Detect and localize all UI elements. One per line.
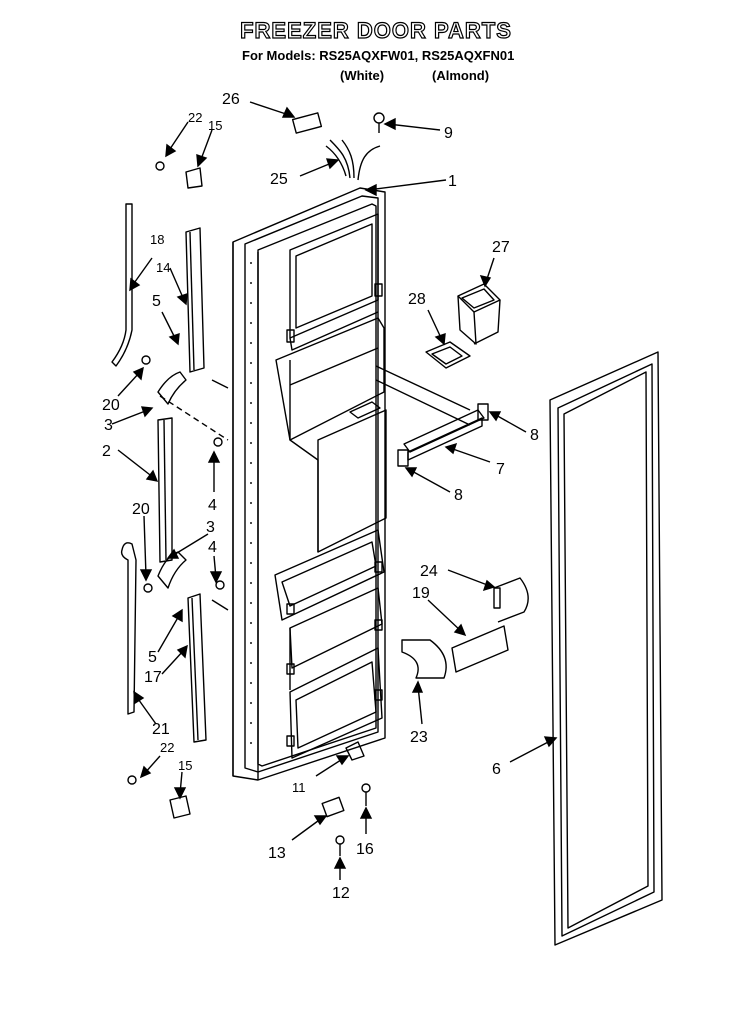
callout-19: 19 — [412, 585, 430, 602]
ring-part-28 — [425, 341, 471, 369]
bottom-hinge-parts-11-13-16-12 — [321, 741, 371, 856]
trim-strip-part-7 — [403, 409, 485, 461]
callout-2: 2 — [102, 443, 111, 460]
callout-20-bottom: 20 — [132, 501, 150, 518]
leader-line — [211, 379, 229, 389]
wire-harness — [325, 139, 381, 181]
bin-part-24 — [493, 577, 529, 623]
connector-part-26 — [291, 112, 323, 134]
callout-28: 28 — [408, 291, 426, 308]
callout-18: 18 — [150, 232, 164, 247]
callout-22-top: 22 — [188, 110, 202, 125]
callout-27: 27 — [492, 239, 510, 256]
hinge-part-3-bottom — [157, 551, 187, 589]
callout-9: 9 — [444, 125, 453, 142]
callout-20-top: 20 — [102, 397, 120, 414]
callout-13: 13 — [268, 845, 286, 862]
rail-part-21 — [120, 542, 137, 715]
callout-7: 7 — [496, 461, 505, 478]
callout-26: 26 — [222, 91, 240, 108]
callout-12: 12 — [332, 885, 350, 902]
callout-1: 1 — [448, 173, 457, 190]
models-line: For Models: RS25AQXFW01, RS25AQXFN01 — [242, 48, 515, 63]
callout-25: 25 — [270, 171, 288, 188]
callout-15-bottom: 15 — [178, 758, 192, 773]
strip-part-2 — [157, 417, 173, 563]
callout-8-top: 8 — [530, 427, 539, 444]
callout-5-bottom: 5 — [148, 649, 157, 666]
channel-part-17 — [187, 593, 207, 743]
callout-11: 11 — [292, 780, 306, 795]
callout-6: 6 — [492, 761, 501, 778]
door-panel — [232, 187, 387, 781]
door-gasket — [549, 351, 663, 946]
callout-4-top: 4 — [208, 497, 217, 514]
channel-part-14 — [185, 227, 205, 373]
funnel-part-27 — [457, 283, 501, 345]
diagram-title: FREEZER DOOR PARTS — [239, 17, 512, 43]
callout-24: 24 — [420, 563, 438, 580]
callout-4-bottom: 4 — [208, 539, 217, 556]
callout-17: 17 — [144, 669, 162, 686]
callout-8-bottom: 8 — [454, 487, 463, 504]
callout-labels: 1 2 3 3 4 4 5 5 6 7 8 8 9 11 12 13 14 15… — [102, 91, 539, 902]
end-cap-part-8-bottom — [397, 449, 409, 467]
callout-14: 14 — [156, 260, 170, 275]
screws-parts-4-20-22 — [127, 161, 225, 785]
callout-22-bottom: 22 — [160, 740, 174, 755]
callout-15-top: 15 — [208, 118, 222, 133]
callout-arrows — [111, 101, 558, 880]
callout-5-top: 5 — [152, 293, 161, 310]
callout-21: 21 — [152, 721, 170, 738]
callout-3-top: 3 — [104, 417, 113, 434]
leader-line — [159, 395, 229, 441]
hinge-part-3-top — [157, 371, 187, 405]
hinge-part-15-top — [185, 167, 203, 189]
leader-line — [211, 599, 229, 611]
leader-line — [375, 365, 471, 411]
screw-part-9 — [373, 112, 385, 133]
callout-16: 16 — [356, 841, 374, 858]
color-white-label: (White) — [340, 68, 385, 83]
end-cap-part-8-top — [477, 403, 489, 421]
callout-23: 23 — [410, 729, 428, 746]
bin-front-part-19 — [451, 625, 509, 673]
callout-3-bottom: 3 — [206, 519, 215, 536]
bin-part-23 — [401, 639, 447, 679]
leader-line — [375, 379, 471, 426]
color-almond-label: (Almond) — [432, 68, 490, 83]
rail-part-18 — [111, 203, 133, 367]
